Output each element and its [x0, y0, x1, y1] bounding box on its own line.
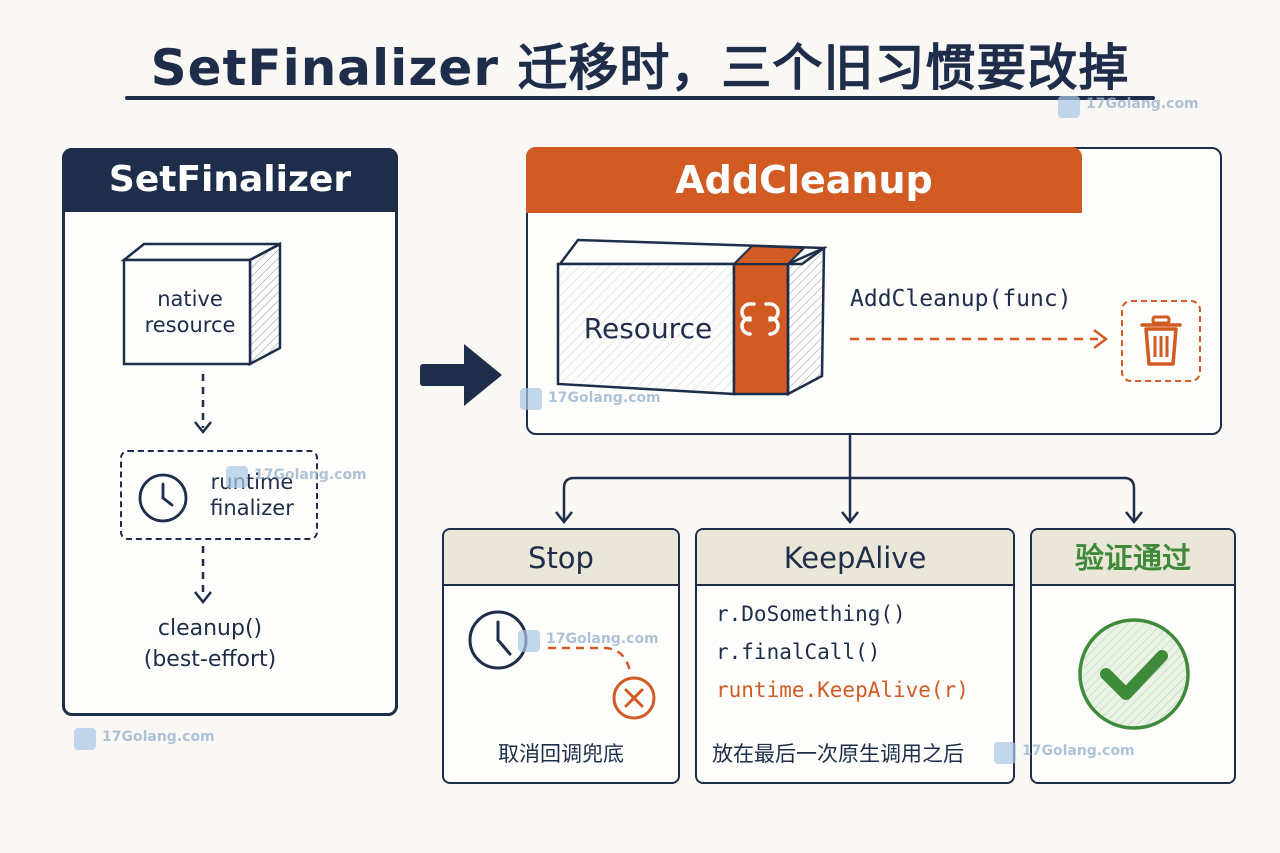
link-icon: [740, 302, 780, 336]
stop-card-title: Stop: [444, 530, 678, 586]
cleanup-flow-arrow: [850, 329, 1109, 349]
watermark-logo-icon: [518, 630, 540, 652]
code-line: r.DoSomething(): [716, 602, 906, 626]
watermark: 17Golang.com: [254, 467, 367, 483]
addcleanup-call-label: AddCleanup(func): [850, 286, 1072, 312]
cancel-icon: [612, 676, 656, 720]
page-title: SetFinalizer 迁移时，三个旧习惯要改掉: [150, 39, 1130, 97]
stop-diagram: [468, 610, 656, 720]
branch-connector: [555, 434, 1143, 525]
runtime-finalizer-box: [120, 450, 318, 540]
clock-icon: [138, 473, 188, 523]
title-underline: [125, 96, 1155, 100]
trash-icon: [1140, 315, 1182, 366]
check-icon: [1078, 618, 1190, 730]
watermark-logo-icon: [1058, 96, 1080, 118]
keepalive-card: KeepAlive: [695, 528, 1015, 784]
watermark: 17Golang.com: [1022, 743, 1135, 759]
watermark-logo-icon: [226, 466, 248, 488]
stop-card-footer: 取消回调兜底: [498, 742, 624, 766]
flow-arrow-down: [194, 546, 212, 605]
watermark: 17Golang.com: [546, 631, 659, 647]
flow-arrow-down: [194, 374, 212, 435]
code-line-keepalive: runtime.KeepAlive(r): [716, 678, 969, 702]
keepalive-card-title: KeepAlive: [697, 530, 1013, 586]
watermark: 17Golang.com: [1086, 96, 1199, 112]
migration-arrow-icon: [420, 344, 502, 406]
native-resource-label: native resource: [144, 287, 236, 338]
runtime-finalizer-label: runtime finalizer: [210, 470, 294, 521]
code-line: r.finalCall(): [716, 640, 881, 664]
watermark: 17Golang.com: [548, 390, 661, 406]
cleanup-label: cleanup() (best-effort): [143, 616, 277, 672]
watermark: 17Golang.com: [102, 729, 215, 745]
trash-box: [1121, 300, 1201, 382]
watermark-logo-icon: [994, 742, 1016, 764]
resource-label: Resource: [583, 312, 713, 345]
setfinalizer-panel: [62, 148, 398, 716]
native-resource-box: [120, 241, 282, 367]
addcleanup-header: AddCleanup: [526, 147, 1082, 213]
verify-card-title: 验证通过: [1032, 530, 1234, 586]
resource-box: [556, 238, 828, 397]
keepalive-card-footer: 放在最后一次原生调用之后: [712, 742, 964, 766]
setfinalizer-header: SetFinalizer: [62, 148, 398, 212]
watermark-logo-icon: [74, 728, 96, 750]
watermark-logo-icon: [520, 388, 542, 410]
stop-card: Stop: [442, 528, 680, 784]
